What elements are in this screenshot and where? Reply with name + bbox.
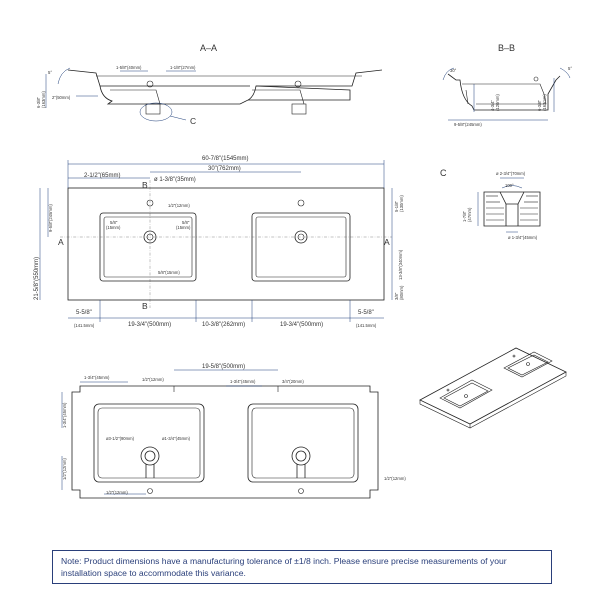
aa-height-mm: (163mm) — [41, 91, 46, 108]
bb-inner: 4-3/4" — [490, 99, 495, 111]
top-label-a-left: A — [58, 237, 64, 247]
top-gap: 10-3/8"(262mm) — [202, 322, 245, 328]
bottom-left-side: 1-3/4"(45mm) — [62, 402, 67, 428]
top-right-bottom: 3/8" — [394, 292, 399, 300]
top-margin-left-mm: (141.5mm) — [74, 323, 95, 328]
top-overall: 60-7/8"(1545mm) — [202, 156, 248, 162]
top-wall-b-mm: (15mm) — [176, 225, 191, 230]
detail-c-angle: 100° — [505, 183, 514, 188]
bb-outer-mm: (163mm) — [542, 94, 547, 111]
top-wall-b: 5/8" — [182, 220, 190, 225]
aa-detail-label: C — [190, 116, 196, 126]
top-full-depth: 21-5/8"(550mm) — [34, 257, 40, 300]
detail-c-view: C ø 2-3/4"(70mm) 100° 1-7/8" (47mm) ø 1-… — [440, 168, 541, 240]
bottom-bottom: 1/2"(12mm) — [106, 490, 128, 495]
bb-depth: 9-5/8"(245mm) — [454, 122, 482, 127]
bottom-left-top: 1-3/4"(45mm) — [84, 375, 110, 380]
bottom-center-span: 19-5/8"(500mm) — [202, 364, 245, 370]
bottom-right-low: 1/2"(12mm) — [384, 476, 406, 481]
top-left-depth: 9-5/8"(245mm) — [48, 204, 53, 232]
tolerance-note: Note: Product dimensions have a manufact… — [52, 550, 552, 584]
bottom-drain-inner: ø1-3/4"(45mm) — [162, 436, 191, 441]
top-label-b-top: B — [142, 180, 148, 190]
top-margin-right: 5-5/8" — [358, 310, 374, 316]
section-aa-view: A–A 1-5/8"(40mm) 1-1/8"(27mm) 5° 6-3/8" … — [36, 43, 383, 126]
top-wall-c: 5/8"(15mm) — [158, 270, 180, 275]
aa-dim-2: 1-1/8"(27mm) — [170, 65, 196, 70]
bottom-hole-gap: 1/2"(12mm) — [142, 377, 164, 382]
bottom-view: 1-3/4"(45mm) 19-5/8"(500mm) 1/2"(12mm) 1… — [61, 364, 406, 499]
top-margin-left: 5-5/8" — [76, 310, 92, 316]
detail-c-top: ø 2-3/4"(70mm) — [496, 171, 526, 176]
top-wall-a-mm: (15mm) — [106, 225, 121, 230]
detail-c-height: 1-7/8" — [462, 210, 467, 222]
top-bowl-right: 19-3/4"(500mm) — [280, 322, 323, 328]
top-hole-setback: 1/2"(12mm) — [168, 203, 190, 208]
bottom-right-top: 1-3/4"(45mm) — [230, 379, 256, 384]
aa-lip: 2"(50mm) — [52, 95, 71, 100]
bb-outer: 6-3/8" — [537, 99, 542, 111]
top-label-b-bottom: B — [142, 301, 148, 311]
top-right-bottom-mm: (80mm) — [399, 285, 404, 300]
top-margin-right-mm: (141.5mm) — [356, 323, 377, 328]
top-right-top: 5-1/8" — [394, 200, 399, 212]
section-bb-title: B–B — [498, 43, 515, 53]
bb-angle-right: 5° — [568, 66, 572, 71]
bottom-left-low: 1/2"(12mm) — [62, 458, 67, 480]
top-offset: 2-1/2"(65mm) — [84, 173, 120, 179]
bottom-drain-outer: ø3-1/2"(90mm) — [106, 436, 135, 441]
detail-c-bottom: ø 1-3/4"(45mm) — [508, 235, 538, 240]
top-centers: 30"(762mm) — [208, 166, 241, 172]
section-aa-title: A–A — [200, 43, 217, 53]
bottom-right-small: 3/4"(20mm) — [282, 379, 304, 384]
aa-angle: 5° — [48, 70, 52, 75]
top-right-bowl: 13-3/8"(340mm) — [398, 249, 403, 280]
isometric-view — [419, 347, 567, 429]
aa-height: 6-3/8" — [36, 96, 41, 108]
top-right-top-mm: (130mm) — [399, 195, 404, 212]
top-faucet-hole: ø 1-3/8"(35mm) — [154, 177, 196, 183]
detail-c-title: C — [440, 168, 447, 178]
top-label-a-right: A — [384, 237, 390, 247]
top-bowl-left: 19-3/4"(500mm) — [128, 322, 171, 328]
aa-dim-1: 1-5/8"(40mm) — [116, 65, 142, 70]
bb-angle-left: 30° — [450, 68, 457, 73]
top-view: A A B B 60-7/8"(1545mm) 30"(762mm) 2-1/2… — [34, 156, 404, 328]
technical-drawing: A–A 1-5/8"(40mm) 1-1/8"(27mm) 5° 6-3/8" … — [34, 43, 572, 499]
top-wall-a: 5/8" — [110, 220, 118, 225]
bb-inner-mm: (120mm) — [495, 94, 500, 111]
detail-c-height-mm: (47mm) — [467, 207, 472, 222]
section-bb-view: B–B 30° 5° 4-3/4" (120mm) 6-3/8" (163mm)… — [442, 43, 572, 127]
